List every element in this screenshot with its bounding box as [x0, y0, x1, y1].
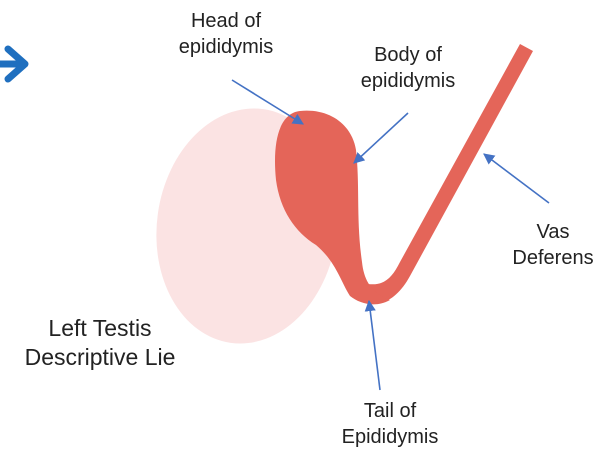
tail-pointer-line	[369, 301, 380, 390]
body-label: Body of epididymis	[344, 43, 472, 94]
tail-label-line-2: Epididymis	[330, 425, 450, 451]
tail-label-line-1: Tail of	[330, 399, 450, 425]
head-label: Head of epididymis	[164, 9, 288, 60]
arrow-right-icon[interactable]	[0, 49, 25, 79]
body-pointer-line	[354, 113, 408, 163]
vas-deferens-label: Vas Deferens	[500, 220, 606, 271]
testis-label: Left Testis Descriptive Lie	[8, 314, 192, 373]
vas-label-line-1: Vas	[500, 220, 606, 246]
head-label-line-1: Head of	[164, 9, 288, 35]
body-label-line-1: Body of	[344, 43, 472, 69]
tail-label: Tail of Epididymis	[330, 399, 450, 450]
head-label-line-2: epididymis	[164, 35, 288, 61]
testis-label-line-1: Left Testis	[8, 314, 192, 343]
vas-label-line-2: Deferens	[500, 246, 606, 272]
body-label-line-2: epididymis	[344, 69, 472, 95]
vas-pointer-line	[484, 154, 549, 203]
testis-label-line-2: Descriptive Lie	[8, 343, 192, 372]
